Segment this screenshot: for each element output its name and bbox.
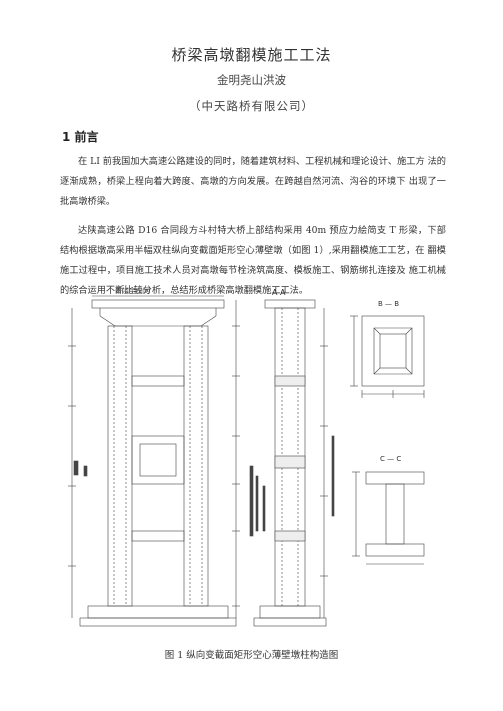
figure-caption: 图 1 纵向变截面矩形空心薄壁墩柱构造图 xyxy=(164,650,339,661)
elevation-view: 薪浇宅由网 xyxy=(68,286,240,627)
section-a-a-label: A-A xyxy=(272,288,286,297)
section-a-a: A-A xyxy=(249,288,335,627)
section-b-b-label: B — B xyxy=(378,300,399,308)
document-title: 桥梁高墩翻模施工工法 xyxy=(171,46,332,64)
section-c-c: C — C xyxy=(352,455,425,565)
pier-structure-drawing: 薪浇宅由网 xyxy=(68,286,425,627)
section-heading: 1 前言 xyxy=(62,130,99,144)
author-line: 金明尧山洪波 xyxy=(217,73,286,87)
section-c-c-label: C — C xyxy=(380,455,401,463)
paragraph-2: 达陕高速公路 D16 合同段方斗村特大桥上部结构采用 40m 预应力絵简支 T … xyxy=(60,225,456,296)
section-b-b: B — B xyxy=(350,300,425,398)
elevation-view-label: 薪浇宅由网 xyxy=(115,286,150,295)
affiliation-line: （中天路桥有限公司） xyxy=(189,99,314,113)
paragraph-1: 在 LI 前我国加大高速公路建设的同时，随着建筑材料、工程机械和理论设计、施工方… xyxy=(60,156,446,207)
